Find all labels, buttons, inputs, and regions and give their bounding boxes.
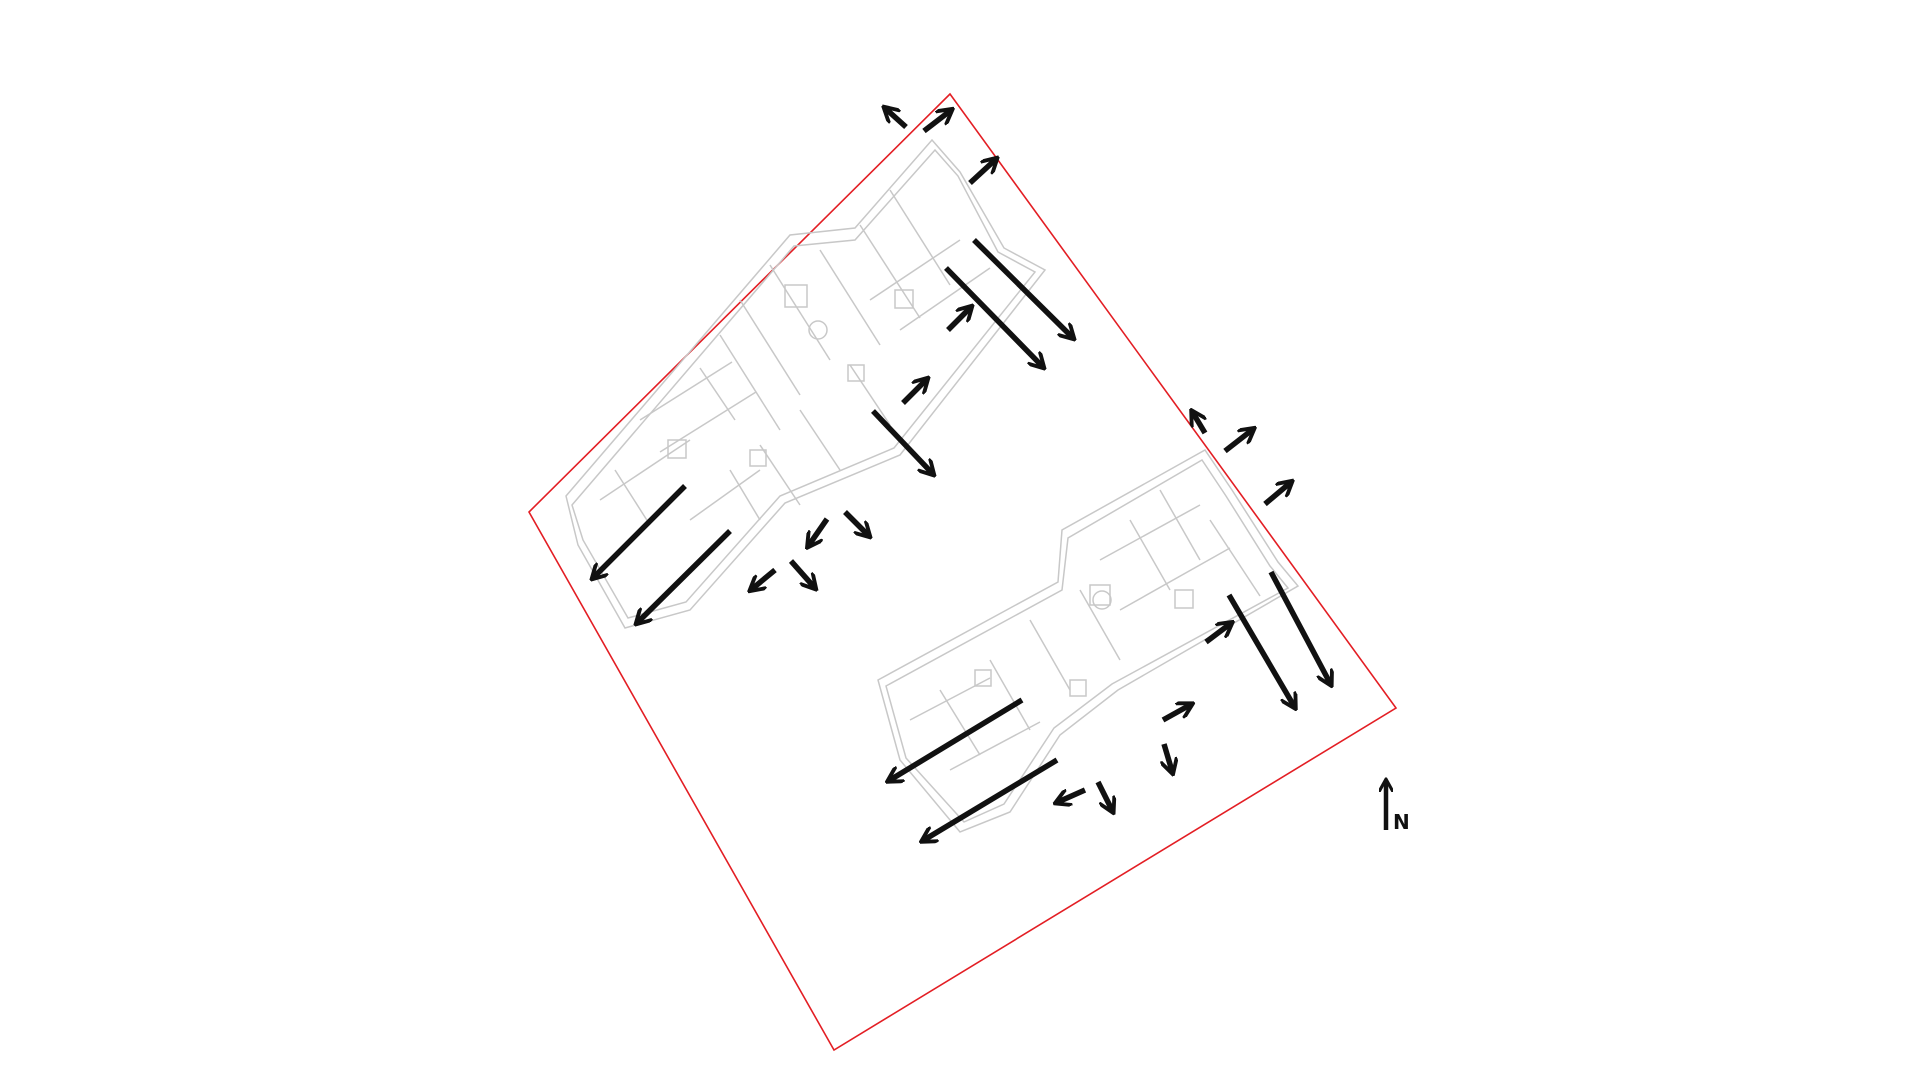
view-arrow xyxy=(594,484,687,577)
north-label: N xyxy=(1393,810,1410,834)
view-arrow xyxy=(1204,624,1230,645)
view-arrow xyxy=(972,238,1072,337)
view-arrow xyxy=(752,567,777,589)
view-arrow xyxy=(946,308,970,332)
view-arrow xyxy=(1226,593,1294,706)
view-arrows xyxy=(594,109,1330,840)
view-arrow xyxy=(901,380,926,405)
view-arrow xyxy=(638,529,732,622)
view-arrow xyxy=(924,757,1059,840)
view-arrow xyxy=(1058,787,1087,802)
building-a-floor-plan xyxy=(565,138,1047,629)
view-arrow xyxy=(1161,705,1190,723)
view-arrow xyxy=(1268,570,1330,683)
view-arrow xyxy=(1095,780,1112,810)
view-arrow xyxy=(1223,430,1252,454)
view-arrow xyxy=(843,510,868,535)
view-arrow xyxy=(788,559,814,587)
view-arrow xyxy=(809,517,830,545)
view-arrow xyxy=(886,109,908,130)
north-indicator: N xyxy=(1386,782,1410,834)
site-boundary xyxy=(528,92,1398,1052)
building-b-floor-plan xyxy=(877,449,1300,833)
view-arrow xyxy=(944,266,1042,366)
view-arrow xyxy=(890,697,1024,780)
view-arrow xyxy=(1263,483,1290,507)
view-arrow xyxy=(968,160,995,186)
view-arrow xyxy=(871,409,932,473)
view-arrow xyxy=(1164,743,1172,771)
view-arrow xyxy=(922,111,950,134)
view-arrow xyxy=(1193,413,1208,435)
